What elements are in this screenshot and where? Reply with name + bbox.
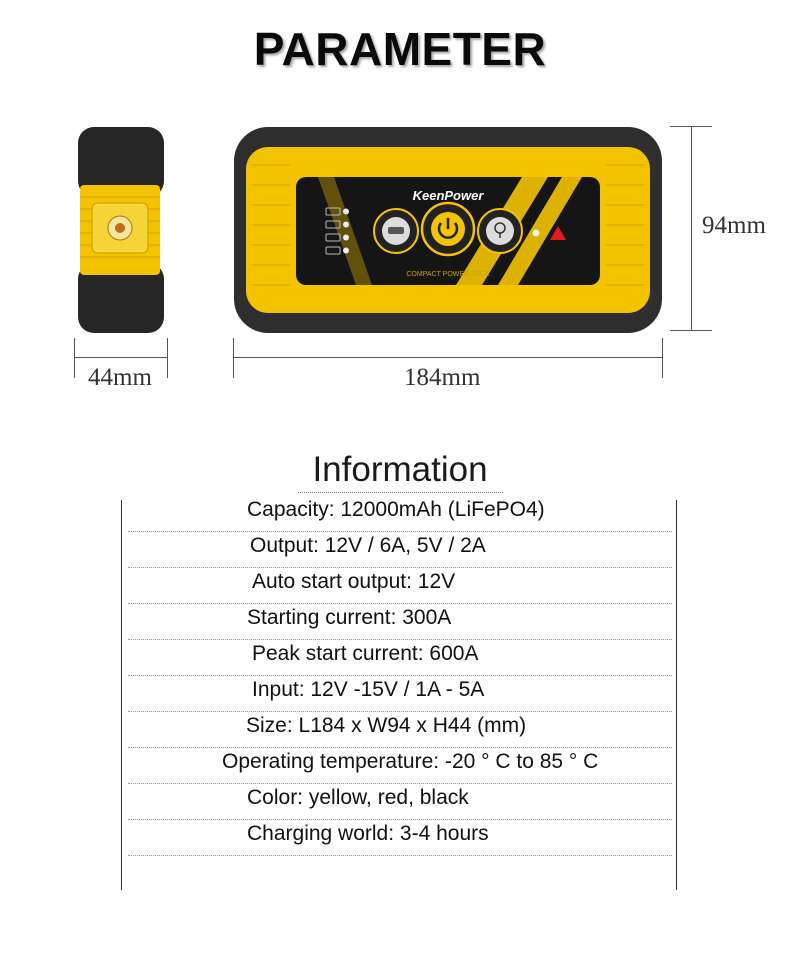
information-heading: Information	[312, 450, 488, 489]
row-divider	[128, 747, 672, 748]
power-button	[420, 201, 476, 257]
row-divider	[128, 675, 672, 676]
device-front-view: KeenPower COMPACT POWER PACK	[234, 127, 662, 333]
row-divider	[128, 711, 672, 712]
spec-row-temperature: Operating temperature: -20 ° C to 85 ° C	[122, 748, 672, 784]
length-tick-left	[233, 338, 234, 378]
row-divider	[128, 819, 672, 820]
spec-row-size: Size: L184 x W94 x H44 (mm)	[122, 712, 672, 748]
row-divider	[128, 603, 672, 604]
spec-row-charging: Charging world: 3-4 hours	[122, 820, 672, 856]
row-divider	[128, 783, 672, 784]
thickness-tick-left	[74, 338, 75, 378]
spec-peak-current: Peak start current: 600A	[252, 642, 479, 665]
status-led	[532, 229, 540, 237]
spec-temperature: Operating temperature: -20 ° C to 85 ° C	[222, 750, 599, 773]
spec-row-color: Color: yellow, red, black	[122, 784, 672, 820]
device-side-view	[78, 127, 164, 333]
row-divider	[128, 639, 672, 640]
jump-start-button	[373, 208, 419, 254]
thickness-dimension-line	[74, 357, 168, 358]
spec-row-input: Input: 12V -15V / 1A - 5A	[122, 676, 672, 712]
table-right-border	[676, 500, 677, 890]
spec-row-starting-current: Starting current: 300A	[122, 604, 672, 640]
thickness-tick-right	[167, 338, 168, 378]
thickness-label: 44mm	[88, 364, 152, 391]
length-label: 184mm	[404, 364, 481, 391]
spec-color: Color: yellow, red, black	[247, 786, 469, 809]
product-subtitle: COMPACT POWER PACK	[406, 271, 490, 278]
row-divider	[128, 567, 672, 568]
row-divider	[128, 855, 672, 856]
battery-indicator	[325, 207, 349, 255]
spec-row-capacity: Capacity: 12000mAh (LiFePO4)	[122, 496, 672, 532]
spec-row-auto-start: Auto start output: 12V	[122, 568, 672, 604]
height-dimension-line	[691, 126, 692, 331]
warning-icon	[550, 226, 566, 240]
spec-row-peak-current: Peak start current: 600A	[122, 640, 672, 676]
row-divider	[128, 531, 672, 532]
spec-row-output: Output: 12V / 6A, 5V / 2A	[122, 532, 672, 568]
spec-output: Output: 12V / 6A, 5V / 2A	[250, 534, 486, 557]
length-tick-right	[662, 338, 663, 378]
light-button	[477, 208, 523, 254]
spec-size: Size: L184 x W94 x H44 (mm)	[246, 714, 527, 737]
table-left-border	[121, 500, 122, 890]
spec-auto-start: Auto start output: 12V	[252, 570, 456, 593]
spec-starting-current: Starting current: 300A	[247, 606, 452, 629]
height-label: 94mm	[702, 212, 766, 239]
spec-input: Input: 12V -15V / 1A - 5A	[252, 678, 485, 701]
heading-underline	[298, 492, 503, 493]
page-title: PARAMETER	[253, 23, 547, 75]
spec-capacity: Capacity: 12000mAh (LiFePO4)	[247, 498, 545, 521]
spec-charging: Charging world: 3-4 hours	[247, 822, 489, 845]
brand-logo: KeenPower	[413, 188, 485, 203]
length-dimension-line	[233, 357, 663, 358]
